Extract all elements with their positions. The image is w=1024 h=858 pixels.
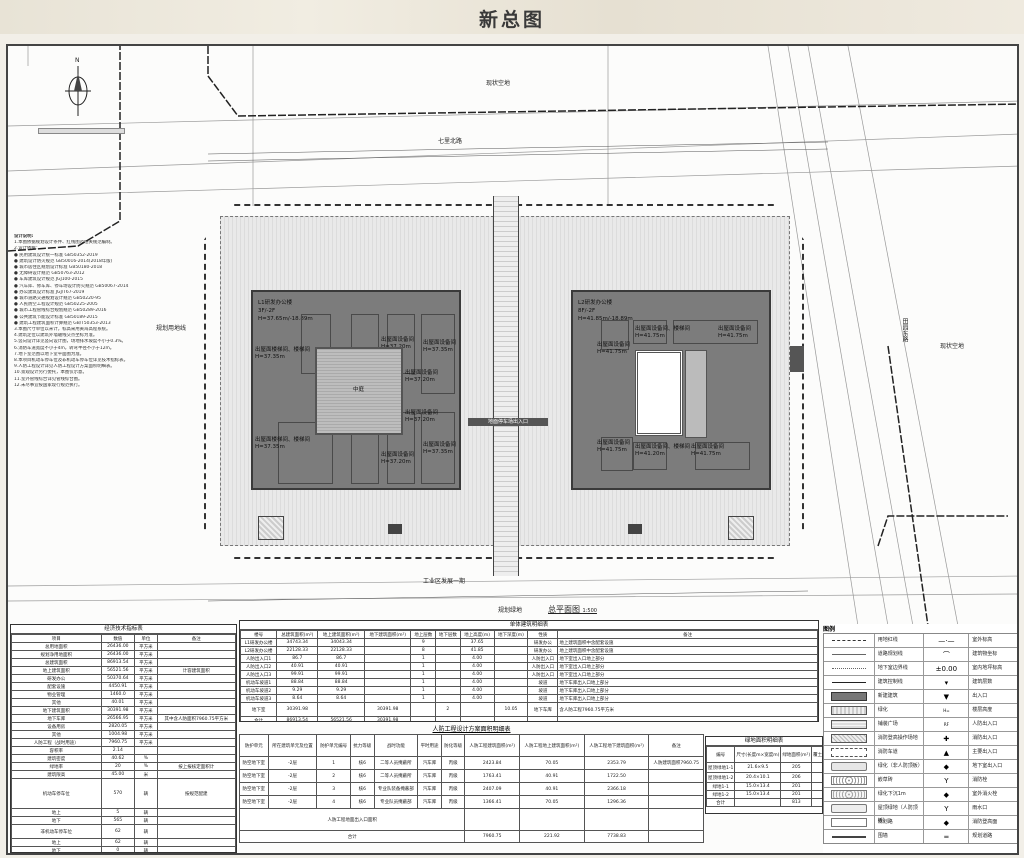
building-l1-floors: 3F/-2F bbox=[258, 308, 276, 314]
green-label-north: 现状空地 bbox=[486, 80, 511, 87]
central-axis bbox=[493, 196, 519, 576]
ramp-east bbox=[790, 346, 804, 372]
roof-room bbox=[421, 314, 455, 394]
page-title: 新总图 bbox=[478, 9, 545, 31]
road-label-south: 工业区发展一期 bbox=[423, 578, 466, 585]
drawing-title: 总平面图 1:500 bbox=[548, 605, 597, 614]
civil-defense-entrance bbox=[628, 524, 642, 534]
ramp-entrance bbox=[728, 516, 754, 540]
building-l1[interactable]: L1研发办公楼 3F/-2F H=37.65m/-18.89m 出屋面楼梯间、楼… bbox=[251, 290, 461, 490]
design-notes: 设计说明: 1.本图依据规划设计条件、红线图及相关规范编制。2.设计依据：● 民… bbox=[14, 234, 129, 388]
page-header: 新总图 bbox=[0, 0, 1024, 34]
building-l2-atrium bbox=[685, 350, 707, 438]
roof-room bbox=[695, 442, 750, 470]
civil-defense-table: 人防工程设计方案面积明细表 防护单元所在建筑单元及位置防护单元编号抗力等级 战时… bbox=[239, 724, 704, 853]
site-plan-sheet: N 七里北路 现状空地 田园东路 现状空地 规划用地线 工业区发展一期 规划绿地… bbox=[6, 44, 1019, 855]
building-l1-height: H=37.65m/-18.89m bbox=[258, 316, 313, 322]
north-arrow: N bbox=[63, 57, 93, 121]
roof-room bbox=[633, 320, 667, 344]
boundary-label-west: 规划用地线 bbox=[156, 325, 187, 332]
central-axis-label: 地面停车场出入口 bbox=[468, 418, 548, 426]
building-l1-name: L1研发办公楼 bbox=[258, 300, 293, 306]
roof-room bbox=[673, 320, 758, 344]
roof-room bbox=[278, 422, 333, 484]
building-l2-floors: 8F/-2F bbox=[578, 308, 596, 314]
roof-room bbox=[351, 432, 379, 484]
building-l2-height: H=41.85m/-18.89m bbox=[578, 316, 633, 322]
roof-room bbox=[601, 437, 633, 471]
building-l2-void bbox=[635, 350, 683, 436]
scale-bar bbox=[38, 128, 125, 134]
roof-room bbox=[633, 442, 667, 470]
roof-room bbox=[601, 320, 629, 350]
road-label-north: 七里北路 bbox=[438, 138, 463, 145]
civil-defense-entrance bbox=[388, 524, 402, 534]
green-label-south: 规划绿地 bbox=[498, 607, 523, 614]
ramp-entrance bbox=[258, 516, 284, 540]
north-label: N bbox=[75, 57, 80, 64]
building-l1-courtyard: 中庭 bbox=[315, 347, 403, 435]
building-l2-name: L2研发办公楼 bbox=[578, 300, 613, 306]
green-label-east: 现状空地 bbox=[940, 343, 965, 350]
road-label-east: 田园东路 bbox=[901, 318, 908, 342]
building-detail-table: 单体建筑明细表 楼号总建筑面积(m²)地上建筑面积(m²)地下建筑面积(m²) … bbox=[239, 620, 819, 722]
roof-room bbox=[421, 412, 455, 484]
